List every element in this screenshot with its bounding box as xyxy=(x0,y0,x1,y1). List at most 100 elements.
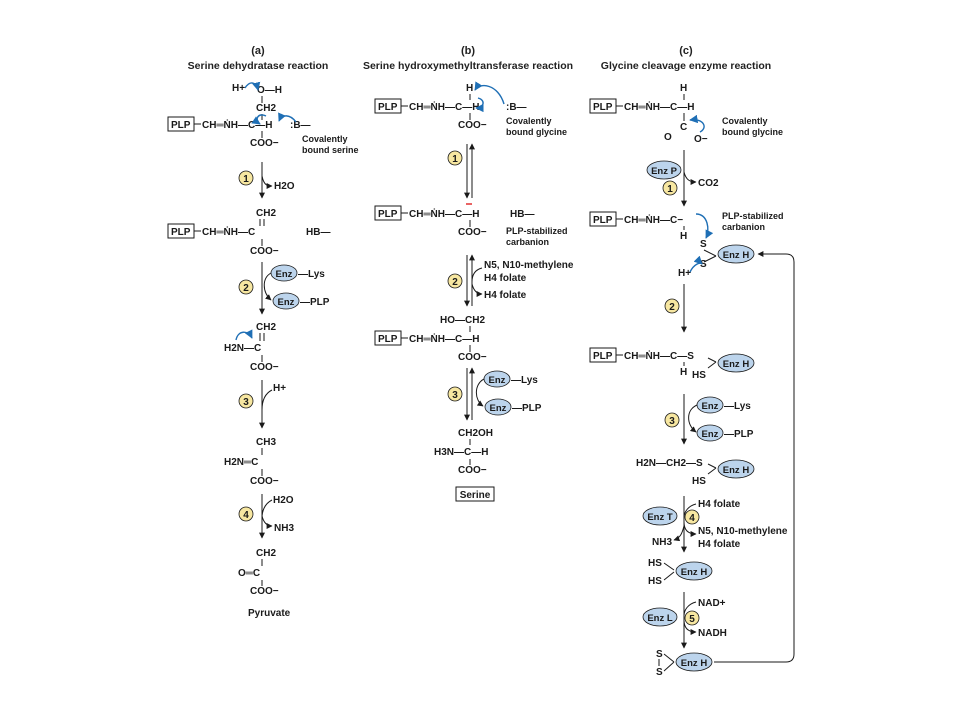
c-ch-nh-c-h: CH═ṄH—C—H xyxy=(624,100,694,113)
c-step1-num: 1 xyxy=(667,184,673,195)
c-plp-stabilized: PLP-stabilized xyxy=(722,211,784,221)
a-h-plus-c: H+ xyxy=(273,383,286,394)
a-lys: —Lys xyxy=(298,269,325,280)
c-curly-arrow-1 xyxy=(689,114,705,133)
b-step3-badge xyxy=(447,386,463,402)
c-h4folate2: H4 folate xyxy=(698,539,741,550)
b-step1-badge xyxy=(447,150,463,166)
b-enz-lys-label: Enz xyxy=(489,375,506,386)
c-carbanion: carbanion xyxy=(722,222,765,232)
a-step3-badge xyxy=(238,393,254,409)
panel-c-letter: (c) xyxy=(679,45,693,57)
b-step3-num: 3 xyxy=(452,390,458,401)
a-step1-badge xyxy=(238,170,254,186)
panel-c-title: Glycine cleavage enzyme reaction xyxy=(601,60,771,72)
b-plp-out: —PLP xyxy=(512,403,542,414)
panel-a-title: Serine dehydratase reaction xyxy=(188,60,329,72)
a-step3-num: 3 xyxy=(243,397,249,408)
a-covalently: Covalently xyxy=(302,134,348,144)
c-step4-badge xyxy=(684,509,700,525)
a-ch-nh-c-h: CH═ṄH—C—H xyxy=(202,118,272,131)
b-curly-arrow-2 xyxy=(475,97,484,113)
c-enz-p-ellipse xyxy=(646,160,682,180)
a-plp-out: —PLP xyxy=(300,297,330,308)
c-hs-d: HS xyxy=(692,476,706,487)
a-h2n-dbl-c: H2N═C xyxy=(224,457,258,468)
b-h: H xyxy=(466,83,473,94)
a-ch2-e: CH2 xyxy=(256,548,276,559)
c-enz-plp-ellipse xyxy=(696,424,724,442)
c-enz-p-label: Enz P xyxy=(651,166,678,177)
b-plp-box: PLP xyxy=(378,102,398,113)
a-h2n-c: H2N—C xyxy=(224,343,261,354)
b-plp-box-2: PLP xyxy=(378,209,398,220)
c-step3-badge xyxy=(664,412,680,428)
c-step5-num: 5 xyxy=(689,614,695,625)
c-nh3: NH3 xyxy=(652,537,672,548)
b-step2-badge xyxy=(447,273,463,289)
a-coo-c: COO− xyxy=(250,362,279,373)
b-plp-box-3: PLP xyxy=(378,334,398,345)
a-curly-arrow-2 xyxy=(251,114,267,125)
c-step3-num: 3 xyxy=(669,416,675,427)
a-enz-lys-label: Enz xyxy=(276,269,293,280)
c-enz-h1-ellipse xyxy=(717,244,755,264)
b-ch-nh-c-h-3: CH═ṄH—C—H xyxy=(409,332,479,345)
c-covalently: Covalently xyxy=(722,116,768,126)
panel-b: H PLP CH═ṄH—C—H :B— COO− Covalently bou… xyxy=(374,81,574,502)
a-ch3: CH3 xyxy=(256,437,276,448)
b-h3n-c-h: H3N—C—H xyxy=(434,447,488,458)
c-s-top: S xyxy=(700,239,707,250)
b-base: :B— xyxy=(506,102,527,113)
a-hb: HB— xyxy=(306,227,330,238)
b-ho-ch2: HO—CH2 xyxy=(440,315,485,326)
panel-a: H+ O—H CH2 PLP CH═ṄH—C—H :B— COO− Coval… xyxy=(167,81,359,619)
b-lys: —Lys xyxy=(511,375,538,386)
c-enz-h1-label: Enz H xyxy=(723,250,750,261)
a-oh: O—H xyxy=(257,85,282,96)
panel-c: H PLP CH═ṄH—C—H C O O− Covalently bound… xyxy=(589,83,795,678)
c-plp-box: PLP xyxy=(593,102,613,113)
b-h4folate-in: H4 folate xyxy=(484,273,527,284)
a-base: :B— xyxy=(290,120,311,131)
c-enz-l-label: Enz L xyxy=(647,613,673,624)
a-step2-badge xyxy=(238,279,254,295)
b-h4folate-out: H4 folate xyxy=(484,290,527,301)
c-h2n-ch2-s: H2N—CH2—S xyxy=(636,458,703,469)
c-s-bot: S xyxy=(700,259,707,270)
a-h-plus: H+ xyxy=(232,83,245,94)
a-ch2-b: CH2 xyxy=(256,208,276,219)
c-plp-box-3: PLP xyxy=(593,351,613,362)
a-curly-arrow-3 xyxy=(278,112,297,123)
b-ch-nh-c-h: CH═ṄH—C—H xyxy=(409,100,479,113)
b-ch2oh: CH2OH xyxy=(458,428,493,439)
b-coo-d: COO− xyxy=(458,465,487,476)
c-ch-nh-c-minus: CH═ṄH—C− xyxy=(624,213,683,226)
a-enz-plp-label: Enz xyxy=(278,297,295,308)
c-enz-h5-label: Enz H xyxy=(681,658,708,669)
a-coo-d: COO− xyxy=(250,476,279,487)
c-h4folate: H4 folate xyxy=(698,499,741,510)
c-step1-badge xyxy=(662,180,678,196)
panel-a-letter: (a) xyxy=(251,45,265,57)
c-nadh: NADH xyxy=(698,628,727,639)
a-ch2: CH2 xyxy=(256,103,276,114)
b-plp-stabilized: PLP-stabilized xyxy=(506,226,568,236)
c-lys: —Lys xyxy=(724,401,751,412)
b-step2-num: 2 xyxy=(452,277,458,288)
c-h-top: H xyxy=(680,83,687,94)
c-h-c: H xyxy=(680,367,687,378)
a-coo-e: COO− xyxy=(250,586,279,597)
c-carboxyl-c: C xyxy=(680,122,687,133)
c-h-b: H xyxy=(680,231,687,242)
c-enz-h3-label: Enz H xyxy=(723,465,750,476)
b-bound-glycine: bound glycine xyxy=(506,127,567,137)
c-hs-c: HS xyxy=(692,370,706,381)
c-enz-t-ellipse xyxy=(642,506,678,526)
c-step2-num: 2 xyxy=(669,302,675,313)
c-step4-num: 4 xyxy=(689,513,695,524)
c-enz-l-ellipse xyxy=(642,607,678,627)
b-enz-plp-ellipse xyxy=(484,398,512,416)
c-enz-h4-label: Enz H xyxy=(681,567,708,578)
a-step1-num: 1 xyxy=(243,174,249,185)
